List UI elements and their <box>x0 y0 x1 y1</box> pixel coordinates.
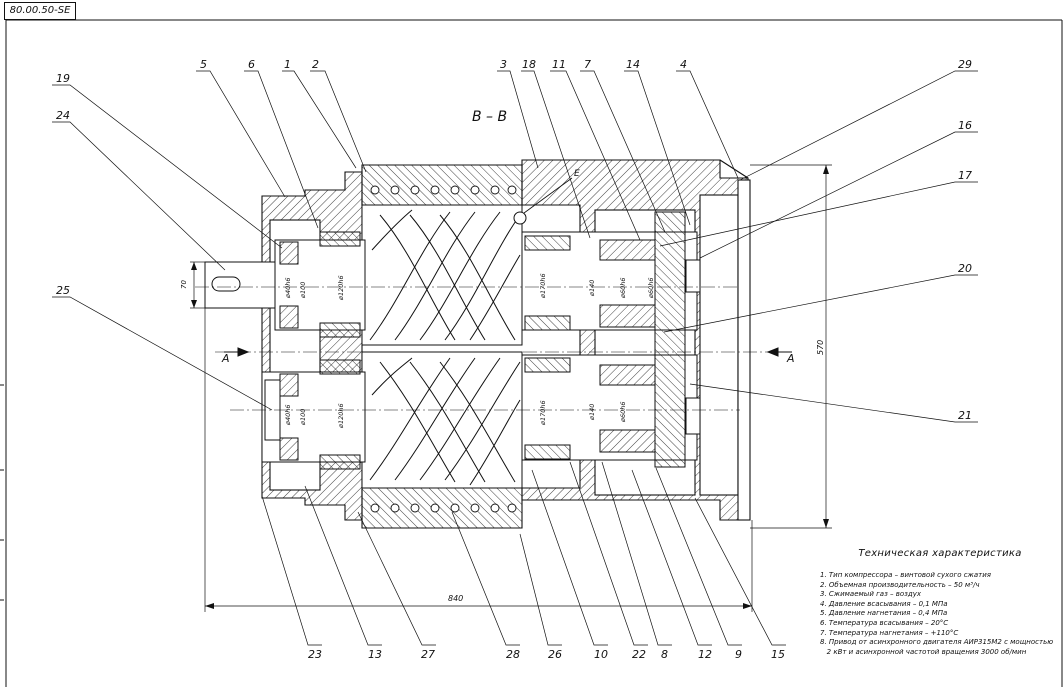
diameter-label: ø100 <box>299 282 307 299</box>
callout-number: 5 <box>200 58 207 71</box>
diameter-label: ø40h6 <box>284 404 292 426</box>
callout-number: 21 <box>958 409 972 422</box>
callout-number: 4 <box>680 58 687 71</box>
callout-number: 28 <box>506 648 520 661</box>
callout-number: 1 <box>284 58 291 71</box>
callout-number: 14 <box>626 58 640 71</box>
callouts-right: 29 16 17 20 21 <box>958 58 972 422</box>
spec-item: 7. Температура нагнетания – +110°С <box>820 628 959 637</box>
drawing-frame <box>0 19 1063 687</box>
diameter-label: ø120h6 <box>337 275 345 301</box>
diameter-label: ø170h6 <box>539 273 547 299</box>
callout-number: 24 <box>56 109 70 122</box>
spec-item: 8. Привод от асинхронного двигателя АИР3… <box>820 638 1054 647</box>
callout-number: 3 <box>500 58 507 71</box>
cut-label-left: A <box>221 352 230 365</box>
callouts-left: 19 24 25 <box>56 72 70 297</box>
left-bearings <box>204 231 366 470</box>
dim-overall-length: 840 <box>448 594 463 603</box>
dim-shaft-diameter: 70 <box>180 280 188 289</box>
diameter-label: ø170h6 <box>539 400 547 426</box>
diameter-label: ø140 <box>588 404 596 421</box>
callout-number: 25 <box>56 284 70 297</box>
dim-overall-height: 570 <box>816 340 825 355</box>
detail-label: E <box>574 169 580 179</box>
cut-label-right: A <box>786 352 795 365</box>
callout-number: 20 <box>958 262 972 275</box>
section-label: B – B <box>472 109 507 125</box>
callout-number: 19 <box>56 72 70 85</box>
detail-mark <box>513 211 527 225</box>
spec-item: 6. Температура всасывания – 20°С <box>820 618 949 627</box>
spec-item: 1. Тип компрессора – винтовой сухого сжа… <box>820 571 991 579</box>
dimension-arrows <box>191 165 829 609</box>
spec-item: 4. Давление всасывания – 0,1 МПа <box>820 599 948 608</box>
callouts-bottom: 23 13 27 28 26 10 22 8 12 9 15 <box>308 648 785 661</box>
callout-number: 11 <box>552 58 566 71</box>
callout-number: 22 <box>632 648 646 661</box>
spec-title: Техническая характеристика <box>858 548 1022 559</box>
callout-number: 12 <box>698 648 712 661</box>
callout-number: 18 <box>522 58 536 71</box>
callout-number: 17 <box>958 169 972 182</box>
diameter-label: ø140 <box>588 280 596 297</box>
callout-number: 26 <box>548 648 562 661</box>
callout-number: 29 <box>958 58 972 71</box>
callout-number: 23 <box>308 648 322 661</box>
diameter-label: ø100 <box>299 409 307 426</box>
callout-number: 8 <box>661 648 668 661</box>
leader-lines <box>52 70 978 646</box>
spec-item: 2. Объемная производительность – 50 м³/ч <box>820 580 980 589</box>
callout-number: 6 <box>248 58 255 71</box>
spec-item: 2 кВт и асинхронной частотой вращения 30… <box>820 647 1027 656</box>
diameter-label: ø60h6 <box>619 401 627 423</box>
callout-number: 9 <box>735 648 742 661</box>
callout-number: 27 <box>421 648 435 661</box>
cooling-channels <box>370 185 517 513</box>
diameter-label: ø60h6 <box>647 277 655 299</box>
callout-number: 13 <box>368 648 382 661</box>
diameter-label: ø120h6 <box>337 403 345 429</box>
spec-list: 1. Тип компрессора – винтовой сухого сжа… <box>820 571 1060 657</box>
technical-specification: Техническая характеристика 1. Тип компре… <box>820 548 1060 657</box>
diameter-label: ø40h6 <box>284 277 292 299</box>
callout-number: 15 <box>771 648 785 661</box>
callout-number: 7 <box>584 58 591 71</box>
spec-item: 3. Сжимаемый газ – воздух <box>820 590 922 599</box>
center-lines <box>195 286 780 411</box>
diameter-label: ø60h6 <box>619 277 627 299</box>
callout-number: 2 <box>312 58 319 71</box>
callout-number: 10 <box>594 648 608 661</box>
callouts-top: 5 6 1 2 3 18 11 7 14 4 <box>200 58 687 71</box>
callout-number: 16 <box>958 119 972 132</box>
section-cut-arrows <box>224 347 792 357</box>
screw-rotors <box>361 204 523 489</box>
diameter-labels: ø40h6 ø100 ø120h6 ø40h6 ø100 ø120h6 ø170… <box>284 273 655 429</box>
right-bearings <box>521 211 701 468</box>
spec-item: 5. Давление нагнетания – 0,4 МПа <box>820 609 948 618</box>
